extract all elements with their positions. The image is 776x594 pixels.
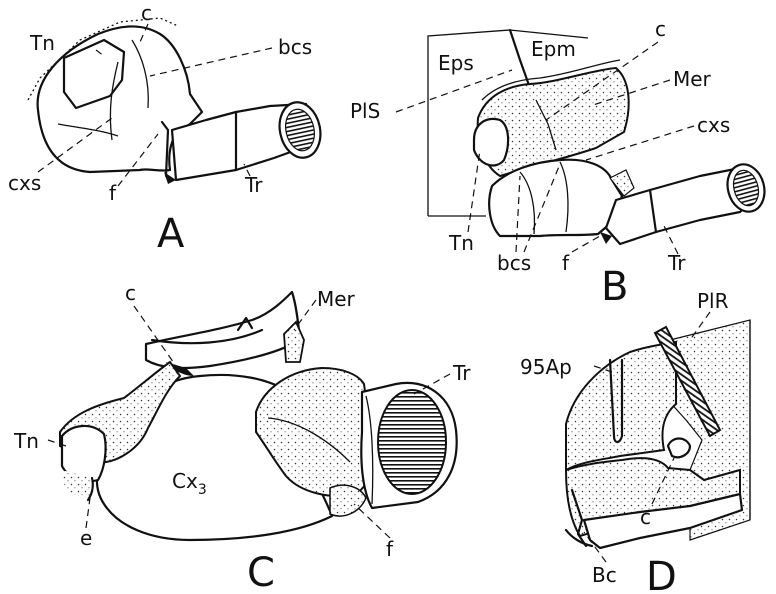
panel-letter-c: C xyxy=(247,550,275,594)
label-d-c: c xyxy=(640,505,651,529)
label-c-tn: Tn xyxy=(13,429,39,453)
label-c-cx-main: Cx xyxy=(172,469,198,493)
label-a-f: f xyxy=(109,181,117,205)
label-a-cxs: cxs xyxy=(8,171,41,195)
panel-b: Eps Epm c Mer PlS cxs Tn bcs f Tr B xyxy=(350,17,770,310)
label-b-tr: Tr xyxy=(667,251,686,275)
panel-letter-a: A xyxy=(157,211,185,257)
label-a-tr: Tr xyxy=(244,173,263,197)
label-a-c: c xyxy=(141,1,152,25)
label-b-pls: PlS xyxy=(350,99,380,123)
panel-a: Tn c bcs cxs f Tr A xyxy=(8,1,325,257)
label-b-f: f xyxy=(562,251,570,275)
label-b-tn: Tn xyxy=(448,231,474,255)
label-c-cx-sub: 3 xyxy=(198,482,207,498)
panel-d: 95Ap PlR c Bc D xyxy=(520,289,750,594)
label-b-cxs: cxs xyxy=(697,113,730,137)
label-d-plr: PlR xyxy=(697,289,729,313)
label-c-f: f xyxy=(386,537,394,561)
panel-letter-b: B xyxy=(601,264,628,310)
panel-c-drawing xyxy=(60,292,457,540)
label-d-ap: 95Ap xyxy=(520,355,572,379)
label-b-c: c xyxy=(655,17,666,41)
label-b-mer: Mer xyxy=(673,67,712,91)
panel-c: c Mer Tr Tn Cx3 e f C xyxy=(13,281,471,594)
label-c-mer: Mer xyxy=(317,287,356,311)
label-b-bcs: bcs xyxy=(497,251,531,275)
panel-b-drawing xyxy=(428,30,770,244)
label-d-bc: Bc xyxy=(592,563,617,587)
label-c-tr: Tr xyxy=(452,361,471,385)
label-c-c: c xyxy=(125,281,136,305)
label-c-e: e xyxy=(80,526,92,550)
label-a-bcs: bcs xyxy=(278,35,312,59)
label-b-epm: Epm xyxy=(531,37,576,61)
panel-d-drawing xyxy=(566,320,750,548)
panel-letter-d: D xyxy=(646,554,677,594)
label-b-eps: Eps xyxy=(438,51,474,75)
label-a-tn: Tn xyxy=(29,31,55,55)
